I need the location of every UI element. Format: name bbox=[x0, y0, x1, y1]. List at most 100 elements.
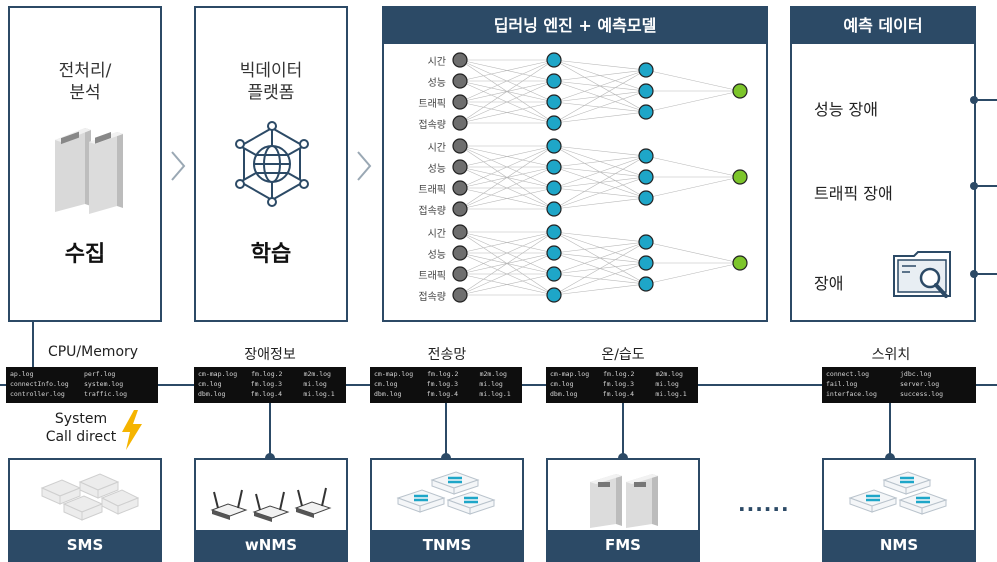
hidden-node bbox=[638, 62, 654, 78]
output-node bbox=[732, 83, 748, 99]
system-label-fms: FMS bbox=[548, 530, 698, 560]
server-cluster-icon bbox=[40, 473, 140, 521]
log-row: controller.log traffic.log bbox=[10, 389, 154, 399]
log-row: cm-map.log fm.log.2 m2m.log bbox=[374, 369, 518, 379]
input-label: 성능 bbox=[427, 250, 446, 261]
log-filename: mi.log bbox=[303, 380, 327, 388]
predict-item-traffic: 트래픽 장애 bbox=[814, 184, 893, 203]
ellipsis: ...... bbox=[738, 492, 790, 516]
log-filename: m2m.log bbox=[479, 370, 507, 378]
log-filename: fm.log.2 bbox=[603, 370, 635, 378]
log-filename: fm.log.3 bbox=[602, 380, 634, 388]
nn-connection bbox=[459, 231, 555, 254]
log-filename: perf.log bbox=[84, 370, 116, 378]
hidden-node bbox=[546, 180, 562, 196]
log-filename: dbm.log bbox=[550, 390, 578, 398]
wireless-router-icon bbox=[210, 487, 332, 522]
log-filename: mi.log.1 bbox=[479, 390, 511, 398]
server-icon bbox=[55, 128, 123, 214]
system-label-sms: SMS bbox=[10, 530, 160, 560]
log-filename: traffic.log bbox=[84, 390, 128, 398]
system-label-tnms: TNMS bbox=[372, 530, 522, 560]
nn-connection bbox=[459, 101, 555, 124]
log-filename: cm-map.log bbox=[374, 370, 414, 378]
log-filename: controller.log bbox=[10, 390, 65, 398]
hidden-node bbox=[638, 255, 654, 271]
bus-label-fault-info: 장애정보 bbox=[244, 347, 296, 363]
nn-connection bbox=[459, 166, 555, 210]
network-switch-icon bbox=[396, 471, 496, 515]
hidden-node bbox=[546, 224, 562, 240]
log-filename: mi.log.1 bbox=[655, 390, 687, 398]
log-filename: fm.log.2 bbox=[251, 370, 283, 378]
nn-connection bbox=[645, 262, 741, 285]
log-filename: fm.log.2 bbox=[427, 370, 459, 378]
log-filename: connectInfo.log bbox=[10, 380, 69, 388]
system-label-wnms: wNMS bbox=[196, 530, 346, 560]
collect-panel: 전처리/ 분석 수집 bbox=[8, 6, 162, 322]
input-node bbox=[452, 73, 468, 89]
system-label-nms: NMS bbox=[824, 530, 974, 560]
bus-label-transmission: 전송망 bbox=[427, 347, 467, 363]
predict-bus-connector bbox=[970, 96, 997, 278]
hidden-node bbox=[638, 169, 654, 185]
hidden-node bbox=[546, 94, 562, 110]
nn-connection bbox=[459, 187, 555, 210]
engine-panel-header: 딥러닝 엔진 + 예측모델 bbox=[384, 8, 766, 44]
input-node bbox=[452, 159, 468, 175]
input-label: 시간 bbox=[427, 143, 446, 154]
output-node bbox=[732, 255, 748, 271]
input-node bbox=[452, 201, 468, 217]
learn-panel-title: 빅데이터 플랫폼 bbox=[239, 61, 303, 103]
nn-connection bbox=[553, 69, 647, 82]
nn-connection bbox=[459, 80, 555, 124]
hidden-node bbox=[546, 287, 562, 303]
nn-connection bbox=[553, 231, 647, 243]
log-filename: success.log bbox=[900, 390, 944, 398]
input-label: 성능 bbox=[427, 78, 446, 89]
hidden-node bbox=[638, 276, 654, 292]
hidden-node bbox=[546, 52, 562, 68]
nn-connection bbox=[645, 90, 741, 113]
system-box-nms: NMS bbox=[822, 458, 976, 562]
input-label: 접속량 bbox=[418, 292, 446, 303]
log-filename: dbm.log bbox=[198, 390, 226, 398]
learn-panel-main: 학습 bbox=[250, 242, 292, 267]
collect-panel-main: 수집 bbox=[64, 242, 106, 267]
nn-connection bbox=[459, 273, 555, 296]
nn-connection bbox=[459, 59, 555, 103]
log-filename: fm.log.4 bbox=[250, 390, 282, 398]
log-filename: interface.log bbox=[826, 390, 877, 398]
network-globe-icon bbox=[235, 121, 309, 207]
bus-label-temp-humidity: 온/습도 bbox=[601, 347, 645, 363]
chevron-right-icon bbox=[357, 151, 372, 181]
input-label: 성능 bbox=[427, 164, 446, 175]
log-filename: ap.log bbox=[10, 370, 34, 378]
hidden-node bbox=[638, 148, 654, 164]
nn-connection bbox=[645, 69, 741, 92]
collect-panel-title: 전처리/ 분석 bbox=[58, 61, 112, 103]
output-node bbox=[732, 169, 748, 185]
nn-connection bbox=[553, 262, 647, 296]
log-filename: m2m.log bbox=[303, 370, 331, 378]
log-filename: cm-map.log bbox=[550, 370, 590, 378]
nn-connection bbox=[645, 155, 741, 178]
nn-connection bbox=[553, 197, 647, 210]
nn-connection bbox=[553, 155, 647, 168]
log-row: ap.log perf.log bbox=[10, 369, 154, 379]
log-filename: system.log bbox=[84, 380, 124, 388]
log-filename: m2m.log bbox=[655, 370, 683, 378]
input-label: 접속량 bbox=[418, 206, 446, 217]
log-filename: cm.log bbox=[198, 380, 222, 388]
hidden-node bbox=[546, 201, 562, 217]
nn-connection bbox=[553, 241, 647, 275]
log-filename: connect.log bbox=[826, 370, 870, 378]
nn-connection bbox=[459, 145, 555, 189]
nn-connection bbox=[459, 145, 555, 168]
